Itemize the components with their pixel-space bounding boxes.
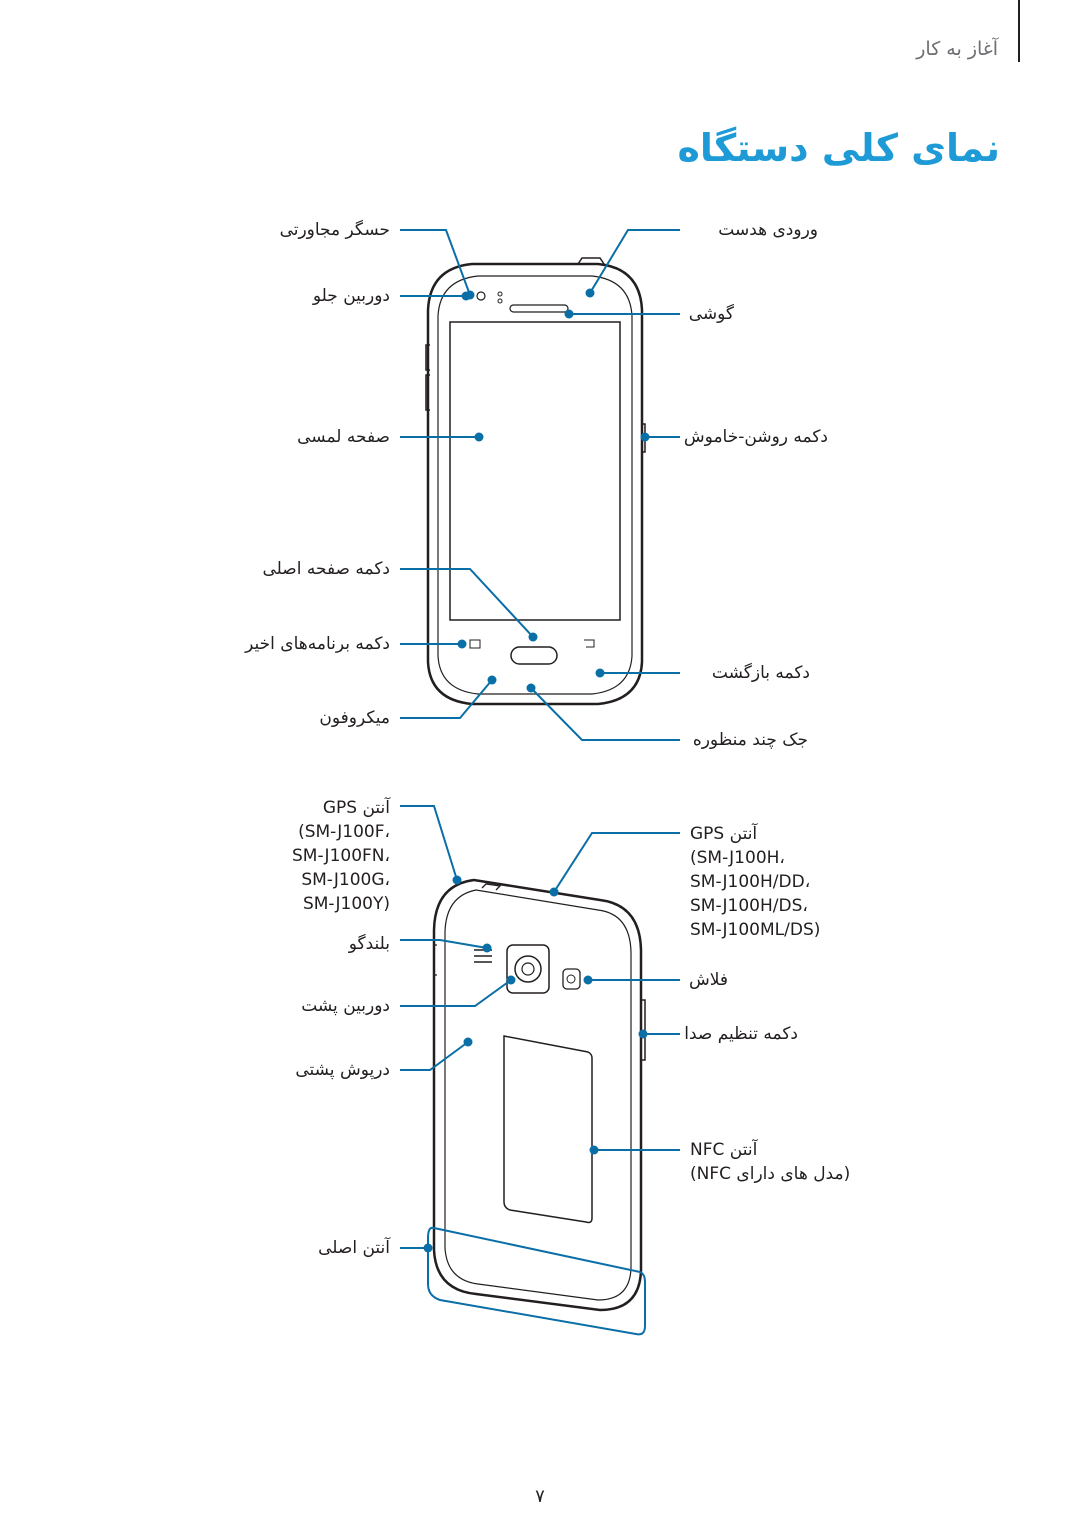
- label-home-key: دکمه صفحه اصلی: [262, 559, 391, 579]
- front-earpiece-grille: [509, 304, 569, 313]
- callout-lines: [400, 229, 680, 1336]
- gps-left-title: آنتن GPS: [322, 798, 390, 818]
- gps-left-model-2: SM-J100FN،: [292, 846, 390, 866]
- front-camera-lens: [476, 291, 486, 301]
- back-phone-inner: [444, 889, 632, 1301]
- label-earpiece: گوشی: [688, 304, 734, 324]
- front-screen: [449, 321, 621, 621]
- back-nfc-area: [503, 1035, 593, 1224]
- label-proximity-sensor: حسگر مجاورتی: [279, 220, 390, 240]
- label-main-antenna: آنتن اصلی: [318, 1238, 390, 1258]
- label-recent-apps-key: دکمه برنامه‌های اخیر: [245, 634, 390, 654]
- front-back-key: [584, 639, 595, 648]
- back-camera-lens: [514, 955, 542, 983]
- gps-left-model-1: (SM-J100F،: [298, 822, 390, 842]
- label-front-camera: دوربین جلو: [312, 286, 390, 306]
- label-back-key: دکمه بازگشت: [711, 663, 810, 683]
- label-volume-key: دکمه تنظیم صدا: [684, 1024, 798, 1044]
- page-title: نمای کلی دستگاه: [677, 126, 1000, 170]
- page-number: ۷: [535, 1486, 545, 1507]
- gps-right-model-1: (SM-J100H،: [690, 848, 785, 868]
- back-camera-housing: [506, 944, 550, 994]
- label-touch-screen: صفحه لمسی: [297, 427, 390, 447]
- callout-dots: [423, 288, 650, 1253]
- label-rear-camera: دوربین پشت: [301, 996, 390, 1016]
- label-flash: فلاش: [688, 970, 728, 990]
- gps-right-title: آنتن GPS: [690, 824, 758, 844]
- gps-right-model-3: SM-J100H/DS،: [690, 896, 808, 916]
- back-phone-body: [432, 878, 643, 1312]
- gps-right-model-4: SM-J100ML/DS): [690, 920, 821, 940]
- label-multipurpose-jack: جک چند منظوره: [692, 730, 808, 750]
- gps-right-model-2: SM-J100H/DD،: [690, 872, 811, 892]
- label-gps-antenna-right: آنتن GPS (SM-J100H، SM-J100H/DD، SM-J100…: [690, 822, 820, 942]
- gps-left-model-4: SM-J100Y): [302, 894, 390, 914]
- gps-left-model-3: SM-J100G،: [301, 870, 390, 890]
- chapter-heading: آغاز به کار: [916, 38, 998, 60]
- label-nfc-antenna: آنتن NFC (مدل های دارای NFC): [690, 1138, 850, 1186]
- front-recent-key: [469, 639, 481, 649]
- label-power-key: دکمه روشن-خاموش: [683, 427, 828, 447]
- label-headset-jack: ورودی هدست: [718, 220, 818, 240]
- front-phone-body: [426, 262, 644, 706]
- label-speaker: بلندگو: [348, 934, 390, 954]
- front-phone-inner: [437, 275, 633, 695]
- chapter-divider: [1018, 0, 1020, 62]
- label-microphone: میکروفون: [319, 708, 390, 728]
- label-gps-antenna-left: آنتن GPS (SM-J100F، SM-J100FN، SM-J100G،…: [292, 796, 390, 916]
- front-home-key: [510, 646, 558, 665]
- nfc-note: (مدل های دارای NFC): [690, 1164, 851, 1184]
- back-flash: [562, 968, 581, 990]
- nfc-title: آنتن NFC: [690, 1140, 758, 1160]
- label-back-cover: درپوش پشتی: [295, 1060, 390, 1080]
- main-antenna-bracket: [427, 1226, 646, 1336]
